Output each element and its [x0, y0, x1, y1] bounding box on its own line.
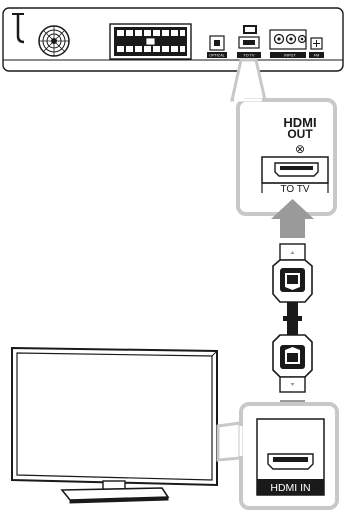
fm-label: FM: [314, 54, 319, 58]
rca-inputs: INPUT: [269, 29, 307, 58]
power-cord: [16, 14, 25, 44]
optical-port-icon: OPTICAL: [207, 35, 227, 58]
hdmi-out-callout: HDMI OUT ⊗ TO TV: [230, 58, 337, 216]
hdmi-out-title-line2: OUT: [287, 127, 313, 141]
hdmi-port-icon: [274, 162, 319, 177]
speaker-fan-icon: [38, 25, 70, 57]
hdmi-out-title-line1: HDMI: [283, 115, 316, 130]
fm-antenna-port: FM: [309, 37, 324, 58]
input-label: INPUT: [284, 54, 296, 58]
hdmi-in-callout: HDMI IN: [216, 402, 339, 510]
hdmi-symbol: ⊗: [295, 142, 305, 156]
hdmi-port-icon: [267, 453, 314, 470]
optical-label: OPTICAL: [209, 54, 224, 58]
hdmi-cable: [272, 243, 313, 393]
hdmi-plug-icon: [272, 334, 313, 393]
receiver-back-panel: OPTICAL TO TV INPUT: [2, 7, 344, 72]
arrow-up: [271, 199, 314, 238]
speaker-terminals: [109, 23, 192, 60]
to-tv-caption: TO TV: [280, 184, 309, 195]
television: [11, 346, 218, 504]
to-tv-panel-label: TO TV: [243, 54, 255, 58]
hdmi-plug-icon: [272, 243, 313, 303]
panel-hdmi-out-port: TO TV: [237, 25, 261, 58]
hdmi-in-caption: HDMI IN: [270, 482, 310, 494]
